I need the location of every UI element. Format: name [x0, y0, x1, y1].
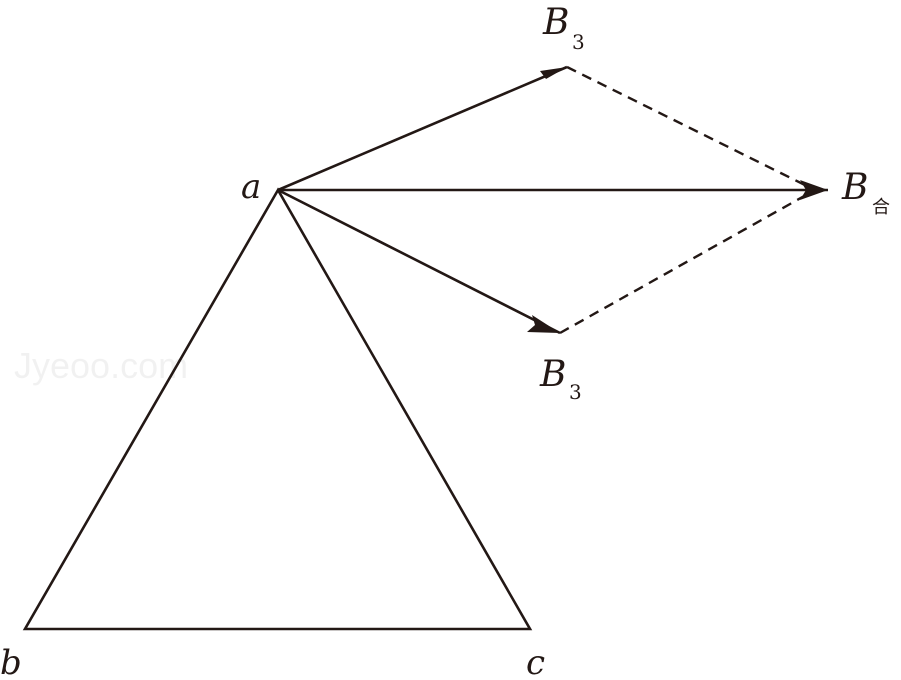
dashed-line-bottom — [559, 188, 816, 335]
dashed-line-top — [566, 65, 816, 192]
label-b3-top: B — [542, 2, 569, 43]
triangle-abc — [22, 187, 533, 631]
label-c: c — [526, 643, 545, 680]
label-b: b — [0, 643, 22, 680]
label-b-resultant-sub: 合 — [872, 197, 890, 218]
vector-b3-top — [277, 65, 568, 192]
arrowhead-top — [540, 67, 567, 79]
label-b-resultant: B — [841, 167, 868, 208]
arrowhead-bottom — [527, 315, 560, 333]
label-a: a — [241, 167, 261, 207]
label-b3-top-sub: 3 — [572, 30, 585, 54]
watermark: Jyeoo.com — [14, 345, 188, 386]
label-b3-bottom: B — [539, 354, 566, 395]
label-b3-bottom-sub: 3 — [569, 380, 582, 404]
vector-b3-bottom — [277, 188, 561, 335]
